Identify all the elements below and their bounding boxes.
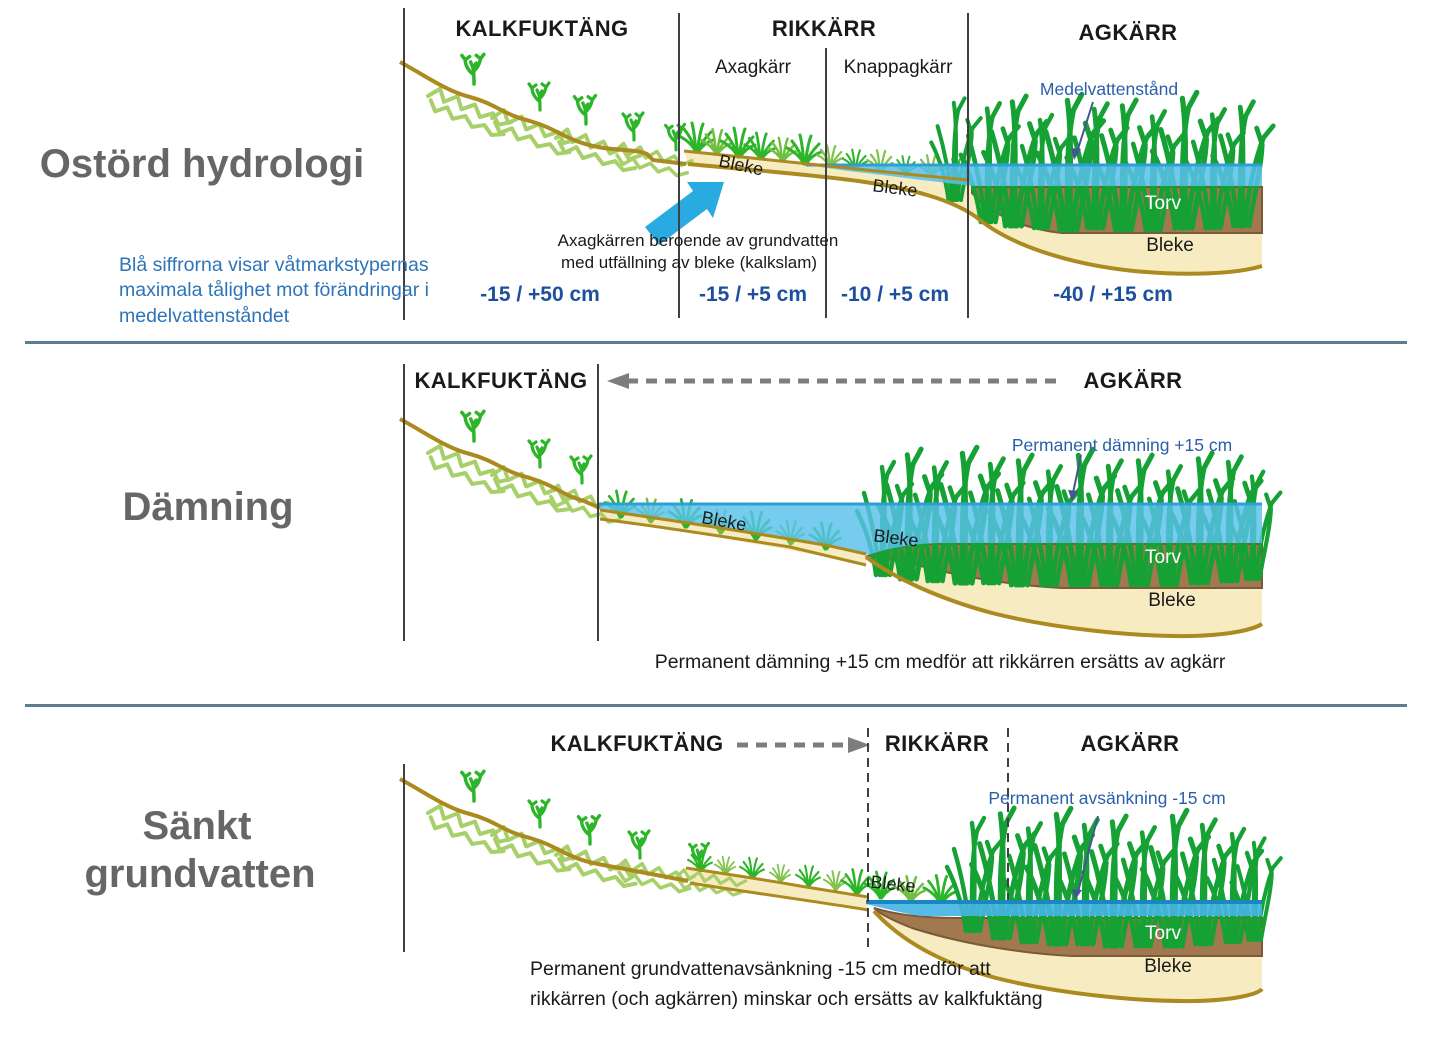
panel3-caption-line2: rikkärren (och agkärren) minskar och ers… — [530, 988, 1043, 1010]
panel1-illustration — [399, 8, 1432, 320]
panel2-torv-label: Torv — [1145, 547, 1181, 568]
panel1-subzone-knappagkarr: Knappagkärr — [843, 57, 953, 78]
zone-boundary-lines — [403, 728, 1009, 952]
panel1-torv-label: Torv — [1145, 193, 1181, 214]
panel1-subzone-axagkarr: Axagkärr — [714, 57, 792, 78]
panel1-zone-agkarr: AGKÄRR — [1078, 20, 1178, 45]
panel3-zone-rikkarr: RIKKÄRR — [884, 731, 990, 756]
tolerance-agkarr: -40 / +15 cm — [1053, 283, 1173, 306]
panel-divider-2 — [25, 704, 1407, 707]
damning-annotation-arrow — [1068, 454, 1082, 501]
water-strip — [866, 901, 1262, 916]
panel3-title-line1: Sänkt — [142, 804, 252, 848]
panel3-title-line2: grundvatten — [84, 852, 316, 896]
water-layer — [598, 504, 1262, 555]
water-layer — [806, 165, 1262, 186]
panel3-zone-agkarr: AGKÄRR — [1080, 731, 1180, 756]
panel2-water-label: Permanent dämning +15 cm — [1011, 435, 1233, 455]
panel1-annotation-line2: med utfällning av bleke (kalkslam) — [560, 253, 818, 272]
bleke-basin — [866, 555, 1262, 635]
panel-divider-1 — [25, 341, 1407, 344]
panel1-note: Blå siffrorna visar våtmarkstypernas max… — [119, 254, 429, 327]
progression-dashed-arrow — [737, 737, 870, 753]
groundwater-arrow — [645, 182, 724, 245]
panel3-bleke-basin-label: Bleke — [1144, 956, 1192, 977]
panel1-zone-rikkarr: RIKKÄRR — [771, 16, 877, 41]
tolerance-axagkarr: -15 / +5 cm — [699, 283, 807, 306]
agkarr-sedges — [947, 808, 1283, 946]
medelvattenstand-arrow — [1071, 101, 1094, 160]
zone-boundary-lines — [403, 364, 599, 641]
panel1-water-label: Medelvattenstånd — [1039, 79, 1179, 99]
panel2-bleke-basin-label: Bleke — [1148, 590, 1196, 611]
agkarr-sedges — [929, 92, 1273, 230]
avsankning-annotation-arrow — [1072, 815, 1099, 900]
panel3-water-label: Permanent avsänkning -15 cm — [988, 788, 1226, 808]
panel3-torv-label: Torv — [1145, 923, 1181, 944]
panel3-zone-kalkfuktang: KALKFUKTÄNG — [550, 731, 724, 756]
terrain-outline — [399, 417, 1264, 639]
panel3-caption-line1: Permanent grundvattenavsänkning -15 cm m… — [530, 958, 991, 980]
panel2-zone-agkarr: AGKÄRR — [1083, 368, 1183, 393]
panel2-title: Dämning — [122, 485, 294, 529]
panel2-caption: Permanent dämning +15 cm medför att rikk… — [654, 651, 1226, 673]
panel1-annotation-line1: Axagkärren beroende av grundvatten — [557, 231, 839, 250]
terrain-outline — [399, 60, 1263, 276]
tolerance-knappagkarr: -10 / +5 cm — [841, 283, 949, 306]
panel3-illustration — [399, 728, 1283, 1004]
panel2-illustration — [399, 364, 1432, 641]
retrogression-dashed-arrow — [607, 373, 1062, 389]
tolerance-kalkfuktang: -15 / +50 cm — [480, 283, 600, 306]
panel2-zone-kalkfuktang: KALKFUKTÄNG — [414, 368, 588, 393]
panel1-zone-kalkfuktang: KALKFUKTÄNG — [455, 16, 629, 41]
zone-boundary-lines — [403, 8, 969, 320]
panel1-bleke-basin-label: Bleke — [1146, 235, 1194, 256]
terrain-outline — [399, 777, 1264, 1004]
panel1-title: Ostörd hydrologi — [39, 142, 365, 186]
